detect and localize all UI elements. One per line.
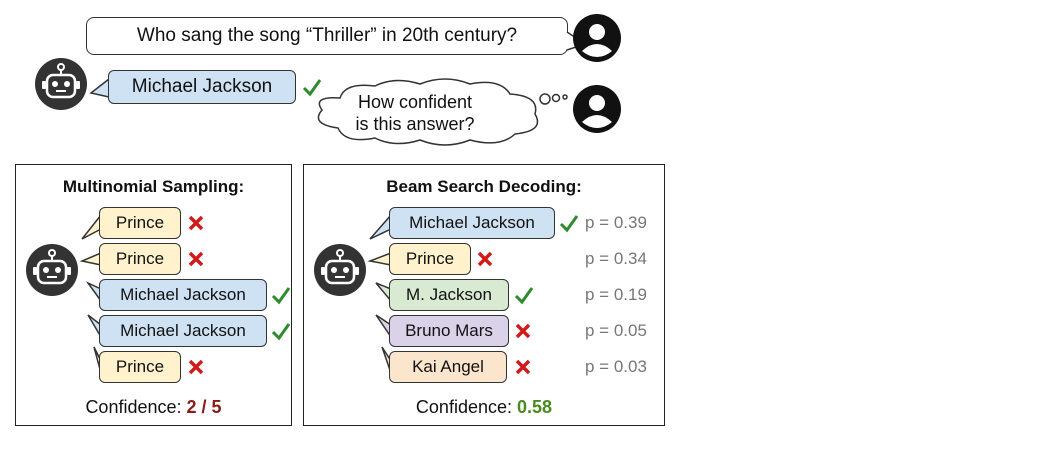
bubble-tails: [367, 214, 392, 374]
confidence-line: Confidence: 2 / 5: [16, 397, 291, 418]
panel-title: Beam Search Decoding:: [386, 177, 582, 196]
cross-icon: [477, 251, 493, 267]
beam-probability: p = 0.39: [585, 213, 647, 232]
thought-line-1: How confident: [357, 92, 473, 112]
beam-search-panel: Beam Search Decoding: Michael Jackson Pr…: [303, 164, 665, 426]
cross-icon: [515, 359, 531, 375]
beam-label: M. Jackson: [406, 285, 492, 304]
confidence-value: 2 / 5: [186, 397, 222, 417]
robot-icon: [314, 244, 366, 296]
sample-bubble: Prince: [99, 207, 181, 239]
sample-bubble: Michael Jackson: [99, 279, 267, 311]
beam-bubble: Kai Angel: [389, 351, 507, 383]
sample-label: Prince: [115, 213, 165, 232]
sample-label: Prince: [115, 249, 165, 268]
user-icon: [573, 14, 621, 62]
confidence-line: Confidence: 0.58: [304, 397, 664, 418]
check-icon: [302, 79, 322, 97]
thought-line-2: is this answer?: [355, 114, 475, 134]
user-icon: [573, 85, 621, 133]
cross-icon: [188, 251, 204, 267]
multinomial-sampling-panel: Multinomial Sampling: Prince Prince Mich…: [15, 164, 292, 426]
answer-text: Michael Jackson: [131, 76, 273, 97]
robot-icon: [26, 244, 78, 296]
sample-bubble: Prince: [99, 243, 181, 275]
confidence-value: 0.58: [517, 397, 553, 417]
robot-icon: [35, 58, 87, 110]
sample-label: Michael Jackson: [120, 285, 246, 304]
check-icon: [559, 215, 579, 233]
cross-icon: [188, 359, 204, 375]
check-icon: [514, 287, 534, 305]
beam-bubble: Prince: [389, 243, 471, 275]
panel-title: Multinomial Sampling:: [62, 177, 245, 196]
question-text: Who sang the song “Thriller” in 20th cen…: [136, 25, 518, 46]
beam-bubble: Bruno Mars: [389, 315, 509, 347]
check-icon: [271, 323, 291, 341]
question-bubble: Who sang the song “Thriller” in 20th cen…: [86, 17, 568, 55]
beam-bubble: M. Jackson: [389, 279, 509, 311]
thought-cloud: [317, 78, 568, 146]
beam-bubble: Michael Jackson: [389, 207, 555, 239]
confidence-label: Confidence:: [415, 397, 512, 417]
beam-probability: p = 0.34: [585, 249, 647, 268]
beam-label: Bruno Mars: [405, 321, 493, 340]
check-icon: [271, 287, 291, 305]
beam-label: Prince: [405, 249, 455, 268]
sample-label: Michael Jackson: [120, 321, 246, 340]
cross-icon: [515, 323, 531, 339]
sample-label: Prince: [115, 357, 165, 376]
beam-probability: p = 0.03: [585, 357, 647, 376]
thought-text: How confident is this answer?: [335, 91, 495, 135]
sample-bubble: Michael Jackson: [99, 315, 267, 347]
beam-label: Michael Jackson: [409, 213, 535, 232]
cross-icon: [188, 215, 204, 231]
beam-label: Kai Angel: [412, 357, 484, 376]
beam-probability: p = 0.05: [585, 321, 647, 340]
confidence-label: Confidence:: [85, 397, 182, 417]
answer-bubble: Michael Jackson: [108, 70, 296, 104]
sample-bubble: Prince: [99, 351, 181, 383]
beam-probability: p = 0.19: [585, 285, 647, 304]
